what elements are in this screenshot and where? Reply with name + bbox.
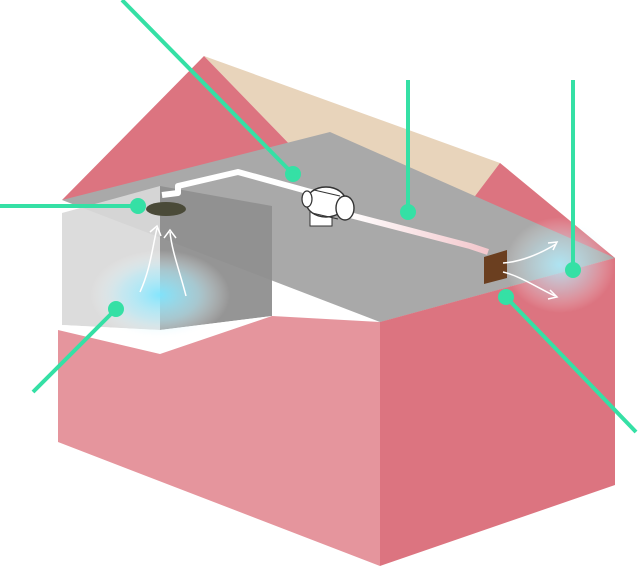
leader-wall-vent bbox=[504, 295, 638, 434]
side-wall bbox=[380, 258, 615, 566]
callout-leaders bbox=[0, 0, 638, 434]
leader-duct-pipe bbox=[120, 0, 295, 176]
wall-vent bbox=[484, 250, 507, 284]
ceiling-vent bbox=[146, 202, 186, 216]
exhaust-fan-icon bbox=[301, 186, 355, 227]
leader-dot-discharged-air bbox=[565, 262, 581, 278]
duct-pipe-outlet bbox=[345, 211, 489, 255]
leader-dot-exhaust-fan bbox=[400, 204, 416, 220]
leader-dot-duct-pipe bbox=[285, 166, 301, 182]
leader-dot-wall-vent bbox=[498, 289, 514, 305]
leader-dot-bathroom-air bbox=[108, 301, 124, 317]
humid-air-mist bbox=[90, 250, 230, 340]
leader-bathroom-air bbox=[31, 307, 118, 394]
airflow-arrows-out bbox=[502, 241, 559, 300]
front-wall bbox=[58, 316, 380, 566]
leader-dot-ceiling-vent bbox=[130, 198, 146, 214]
exhaust-air-mist bbox=[505, 217, 615, 313]
airflow-arrows-in bbox=[139, 224, 187, 297]
duct-pipe bbox=[161, 169, 319, 198]
